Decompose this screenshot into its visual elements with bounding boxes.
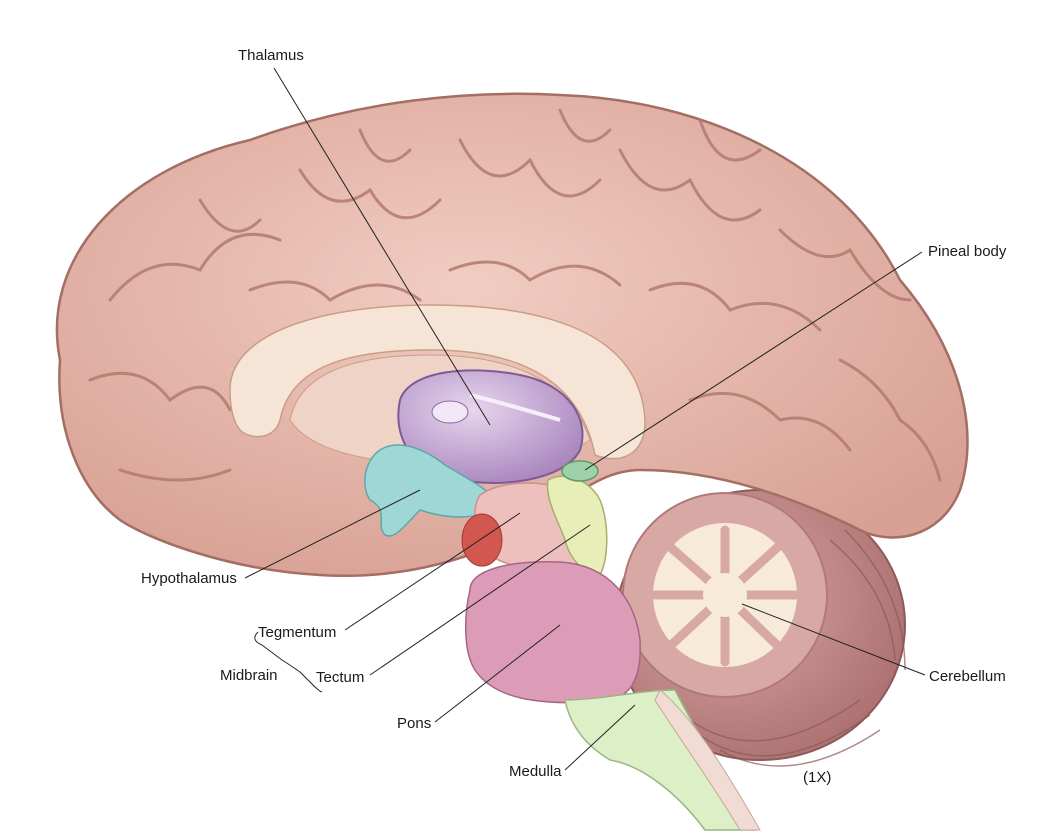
tegmentum-label: Tegmentum bbox=[258, 624, 337, 641]
pineal-body-label: Pineal body bbox=[928, 243, 1007, 260]
cerebellum-label: Cerebellum bbox=[929, 668, 1006, 685]
midbrain-label: Midbrain bbox=[220, 667, 278, 684]
magnification-label: (1X) bbox=[803, 769, 832, 786]
pineal-body-shape bbox=[561, 460, 599, 482]
cerebellum-shape bbox=[614, 489, 906, 767]
pons-label: Pons bbox=[397, 715, 432, 732]
hypothalamus-shape bbox=[364, 444, 502, 537]
leader-lines bbox=[244, 67, 926, 771]
medulla-label: Medulla bbox=[509, 763, 562, 780]
thalamus-label: Thalamus bbox=[238, 47, 304, 64]
tectum-label: Tectum bbox=[316, 669, 365, 686]
pons-shape bbox=[465, 561, 641, 704]
medulla-shape bbox=[564, 689, 761, 831]
hypothalamus-label: Hypothalamus bbox=[141, 570, 237, 587]
